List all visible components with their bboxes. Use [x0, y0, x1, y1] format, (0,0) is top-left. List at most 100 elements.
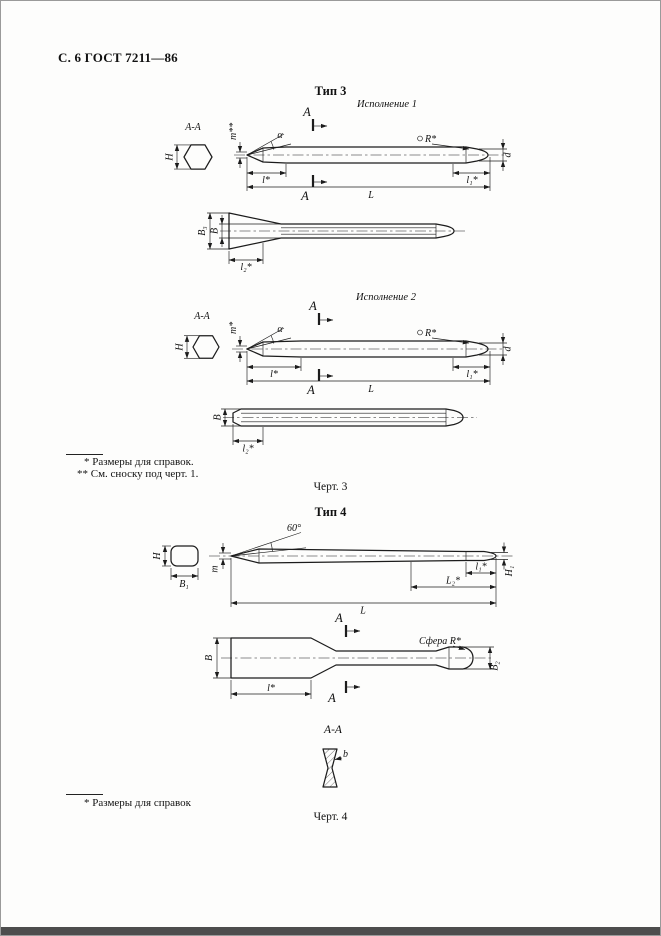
- dim-label-d: d: [503, 346, 514, 352]
- section-letter-bottom: А: [306, 383, 315, 397]
- dim-label-L: L: [367, 190, 374, 201]
- dim-label-L: L: [367, 384, 374, 395]
- page-edge: [1, 927, 660, 935]
- dim-label-d: d: [503, 152, 514, 158]
- dim-label-B3: В₃: [197, 226, 208, 236]
- sphere-symbol: [417, 329, 423, 336]
- chisel-top-outline: [228, 212, 455, 250]
- section-cut-line-A: А А: [300, 105, 328, 203]
- dim-label-sphere: Сфера R*: [419, 636, 461, 647]
- dim-label-R: R*: [424, 134, 436, 145]
- dim-m: m**: [228, 123, 247, 168]
- footnote-4: * Размеры для справок: [84, 797, 191, 809]
- section-cut-line-A: А А: [306, 299, 334, 397]
- type3-variant1-side-drawing: Исполнение 1 А-А H α: [165, 99, 514, 203]
- chisel-side-view: [232, 340, 504, 358]
- dim-label-m: m: [210, 565, 221, 572]
- type3-variant1-top-drawing: В₃ В l₂*: [197, 212, 468, 273]
- page-header: С. 6 ГОСТ 7211—86: [58, 50, 178, 65]
- dim-H: H: [165, 144, 191, 170]
- type3-variant2-side-drawing: Исполнение 2 А-А H α: [175, 292, 514, 397]
- dim-B: В: [210, 215, 281, 247]
- dim-label-B: В: [213, 414, 224, 420]
- dim-label-l2: l₂*: [242, 444, 253, 455]
- hexagon-section: [192, 335, 220, 359]
- dim-d: d: [479, 139, 514, 171]
- dim-label-l: l*: [267, 683, 275, 694]
- dim-label-B1: В₁: [179, 579, 189, 590]
- dim-label-H: H: [165, 153, 176, 162]
- dim-label-H1: H₁: [504, 566, 515, 578]
- dim-B: В: [204, 637, 231, 679]
- type4-side-drawing: H В₁ 60° m H₁: [152, 523, 515, 617]
- variant1-label: Исполнение 1: [356, 99, 417, 110]
- dim-label-m: m**: [228, 123, 239, 140]
- dim-d: d: [479, 333, 514, 365]
- dim-label-H: H: [175, 343, 186, 352]
- dim-label-B2: В₂: [490, 661, 501, 671]
- dim-label-l1: l₁*: [466, 369, 477, 380]
- section-letter-top: А: [334, 611, 343, 625]
- section-view-a-a: А-А H: [165, 122, 213, 170]
- type4-section-drawing: b: [322, 748, 348, 788]
- section-aa-heading: А-А: [324, 724, 342, 736]
- type3-variant2-top-drawing: В l₂*: [213, 408, 477, 455]
- dim-label-m: m*: [228, 322, 239, 334]
- hexagon-section: [183, 144, 213, 170]
- type4-top-drawing: А А Сфера R* В l* В₂: [204, 611, 501, 705]
- dim-label-alpha: α: [277, 324, 283, 335]
- dim-label-l: l*: [262, 175, 270, 186]
- chisel-top-outline: [232, 408, 464, 427]
- section-view-a-a: А-А H: [175, 311, 220, 359]
- footnote-rule: [66, 794, 103, 795]
- dim-label-B: В: [210, 228, 221, 234]
- dim-m: m*: [228, 322, 247, 362]
- section-letter-top: А: [302, 105, 311, 119]
- dim-label-alpha: α: [277, 130, 283, 141]
- chisel-outline: [230, 548, 497, 564]
- section-letter-bottom: А: [327, 691, 336, 705]
- footnote-rule: [66, 454, 103, 455]
- dim-label-l1: l₁*: [466, 175, 477, 186]
- length-dimensions: l* l₁* L: [246, 351, 491, 395]
- dim-alpha: α: [246, 324, 292, 350]
- section-letter-bottom: А: [300, 189, 309, 203]
- section-view-title: А-А: [193, 311, 210, 322]
- dim-l: l*: [230, 680, 312, 699]
- dim-label-b: b: [343, 749, 348, 760]
- dim-l2: l₂*: [232, 424, 264, 455]
- section-view-title: А-А: [184, 122, 201, 133]
- dim-B: В: [213, 408, 241, 427]
- sphere-symbol: [417, 135, 423, 142]
- dim-label-l1: l₁*: [475, 562, 486, 573]
- dim-label-l: l*: [270, 369, 278, 380]
- dim-H: H: [175, 335, 200, 359]
- dim-alpha: α: [246, 130, 292, 156]
- dim-b: b: [334, 749, 348, 761]
- dim-H1: H₁: [491, 542, 515, 578]
- type3-title: Тип 3: [314, 84, 347, 98]
- dim-label-R: R*: [424, 328, 436, 339]
- chisel-side-view: [234, 146, 504, 164]
- dim-B3: В₃: [197, 212, 229, 250]
- dim-label-H: H: [152, 552, 163, 561]
- dim-m: m: [210, 543, 231, 573]
- figure-3-caption: Черт. 3: [313, 481, 348, 493]
- shank-section: [170, 545, 199, 567]
- figure-4-caption: Черт. 4: [313, 811, 348, 823]
- variant2-label: Исполнение 2: [355, 292, 417, 303]
- footnote-1: * Размеры для справок.: [84, 456, 194, 468]
- type4-title: Тип 4: [314, 505, 347, 519]
- dim-label-angle: 60°: [287, 523, 301, 534]
- blade-section-outline: [322, 748, 338, 788]
- dim-sphere-radius: R*: [417, 134, 470, 151]
- section-cut-line-A: А А: [327, 611, 361, 705]
- sphere-radius-note: Сфера R*: [419, 636, 466, 650]
- dim-H: H: [152, 545, 171, 567]
- footnote-2: ** См. сноску под черт. 1.: [77, 468, 199, 480]
- dim-B1: В₁: [170, 568, 199, 590]
- dim-sphere-radius: R*: [417, 328, 470, 345]
- length-dimensions: l* l₁* L: [246, 157, 491, 201]
- length-dimensions: l₁* L₂* L: [230, 558, 497, 617]
